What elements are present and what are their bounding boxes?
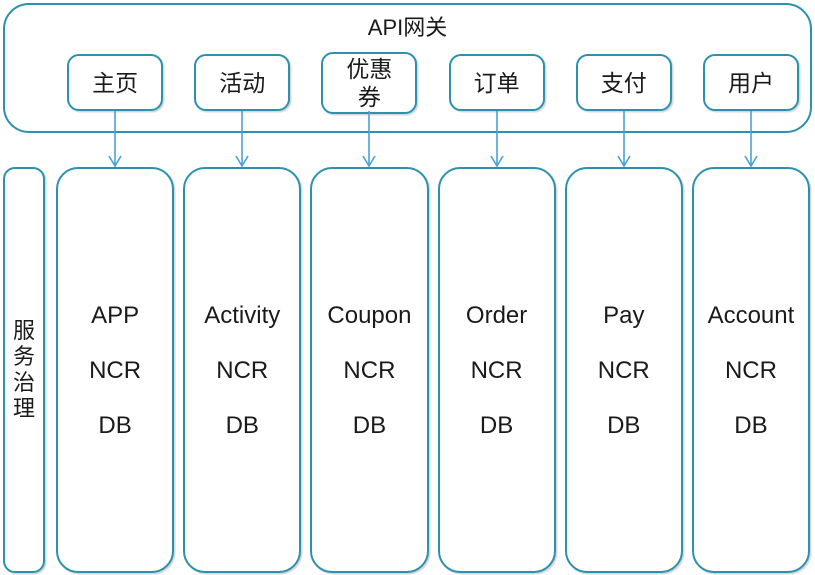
service-governance-label: 服务治理 bbox=[12, 318, 35, 421]
tab-slot: 主页 bbox=[56, 54, 174, 111]
service-column-coupon: Coupon NCR DB bbox=[310, 167, 429, 573]
service-cache: NCR bbox=[343, 356, 396, 384]
gateway-tab-label: 用户 bbox=[727, 69, 774, 96]
service-name: APP bbox=[91, 301, 140, 329]
service-storage: DB bbox=[225, 411, 259, 439]
tab-slot: 活动 bbox=[183, 54, 301, 111]
service-name: Coupon bbox=[327, 301, 412, 329]
service-storage: DB bbox=[734, 411, 768, 439]
gateway-tab-activity: 活动 bbox=[194, 54, 291, 111]
service-cache: NCR bbox=[216, 356, 269, 384]
gateway-tab-label: 优惠 bbox=[346, 55, 393, 82]
tab-slot: 订单 bbox=[438, 54, 556, 111]
service-governance-bar: 服务治理 bbox=[3, 167, 45, 573]
gateway-tabs-row: 主页 活动 优惠 券 订单 支付 bbox=[56, 51, 810, 114]
gateway-tab-label: 券 bbox=[357, 83, 381, 110]
service-cache: NCR bbox=[597, 356, 650, 384]
gateway-tab-home: 主页 bbox=[67, 54, 164, 111]
gateway-tab-pay: 支付 bbox=[575, 54, 672, 111]
gateway-tab-label: 订单 bbox=[473, 69, 520, 96]
service-storage: DB bbox=[352, 411, 387, 439]
service-storage: DB bbox=[479, 411, 514, 439]
gateway-tab-order: 订单 bbox=[448, 54, 545, 111]
service-name: Order bbox=[465, 301, 528, 329]
gateway-tab-user: 用户 bbox=[702, 54, 799, 111]
service-storage: DB bbox=[98, 411, 132, 439]
service-column-order: Order NCR DB bbox=[437, 167, 556, 573]
gateway-tab-label: 主页 bbox=[92, 69, 139, 96]
gateway-tab-label: 活动 bbox=[219, 69, 266, 96]
service-cache: NCR bbox=[470, 356, 523, 384]
service-column-activity: Activity NCR DB bbox=[183, 167, 302, 573]
service-column-account: Account NCR DB bbox=[691, 167, 811, 573]
tab-slot: 优惠 券 bbox=[310, 51, 428, 114]
gateway-tab-coupon: 优惠 券 bbox=[321, 51, 418, 114]
service-storage: DB bbox=[607, 411, 641, 439]
service-cache: NCR bbox=[724, 356, 777, 384]
service-column-pay: Pay NCR DB bbox=[564, 167, 683, 573]
service-columns-row: APP NCR DB Activity NCR DB Coupon NCR DB… bbox=[56, 167, 811, 573]
service-name: Activity bbox=[204, 301, 281, 329]
service-name: Account bbox=[707, 301, 795, 329]
gateway-tab-label: 支付 bbox=[600, 69, 647, 96]
service-column-app: APP NCR DB bbox=[56, 167, 175, 573]
api-gateway-title: API网关 bbox=[367, 15, 448, 40]
tab-slot: 支付 bbox=[565, 54, 683, 111]
service-name: Pay bbox=[603, 301, 645, 329]
tab-slot: 用户 bbox=[692, 54, 810, 111]
service-cache: NCR bbox=[89, 356, 142, 384]
